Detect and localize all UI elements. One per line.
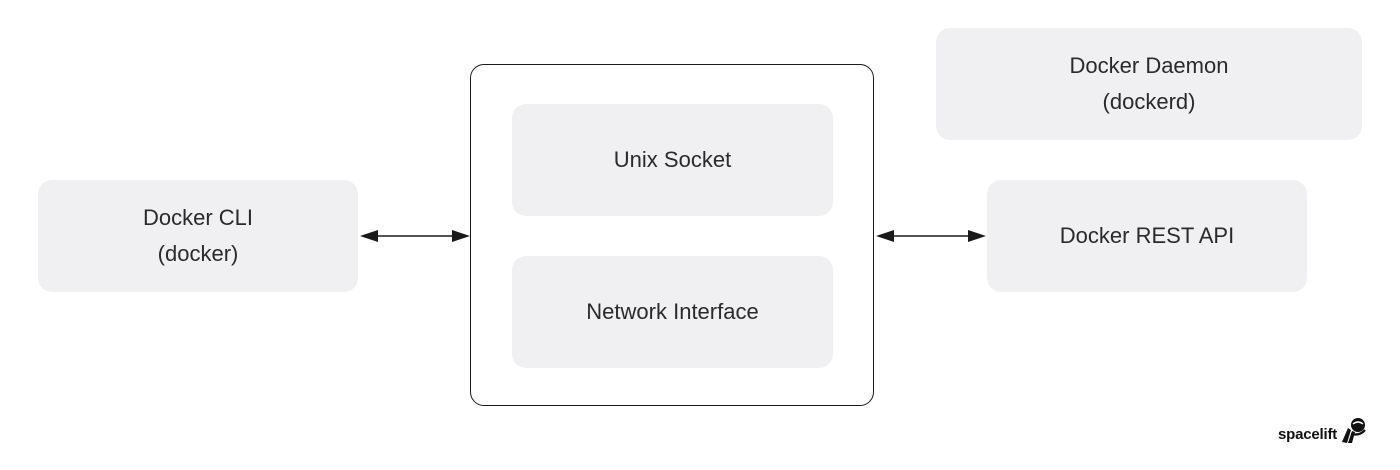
docker-daemon-subtitle: (dockerd)	[1102, 89, 1196, 114]
cli-container-arrow	[360, 230, 470, 242]
docker-daemon-title: Docker Daemon	[1069, 53, 1229, 78]
docker-cli-node: Docker CLI (docker)	[38, 180, 358, 292]
network-interface-label: Network Interface	[586, 299, 759, 324]
docker-cli-subtitle: (docker)	[157, 241, 239, 266]
astronaut-icon	[1342, 418, 1366, 443]
spacelift-logo-text: spacelift	[1278, 425, 1338, 443]
docker-rest-api-node: Docker REST API	[987, 180, 1307, 292]
spacelift-logo: spacelift	[1278, 414, 1396, 454]
network-interface-node: Network Interface	[512, 256, 833, 368]
docker-daemon-node: Docker Daemon (dockerd)	[936, 28, 1362, 140]
docker-rest-api-label: Docker REST API	[1059, 223, 1235, 248]
docker-cli-title: Docker CLI	[142, 205, 254, 230]
container-rest-api-arrow	[876, 230, 986, 242]
unix-socket-label: Unix Socket	[613, 147, 732, 172]
unix-socket-node: Unix Socket	[512, 104, 833, 216]
